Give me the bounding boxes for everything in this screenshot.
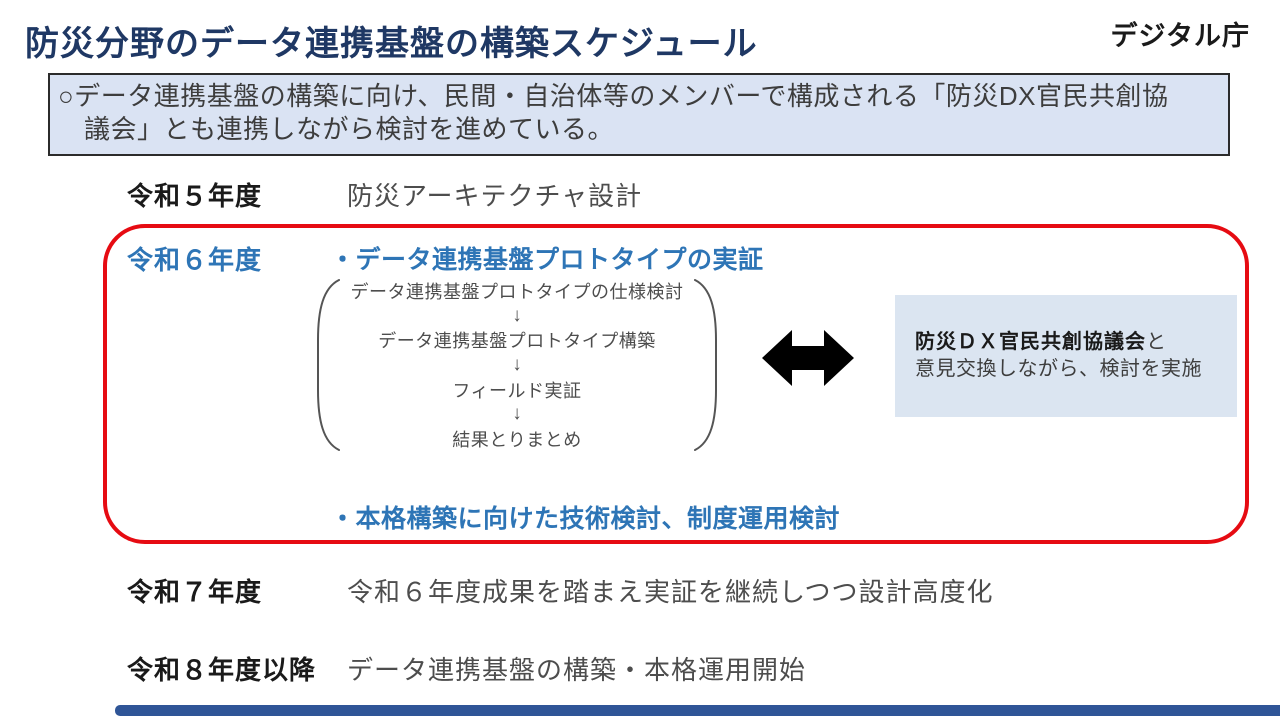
council-name: 防災ＤＸ官民共創協議会 — [915, 331, 1146, 353]
timeline-content-r7: 令和６年度成果を踏まえ実証を継続しつつ設計高度化 — [347, 577, 994, 607]
timeline-r6-bullet-fullscale: ・本格構築に向けた技術検討、制度運用検討 — [330, 505, 841, 533]
process-flow: データ連携基盤プロトタイプの仕様検討 ↓ データ連携基盤プロトタイプ構築 ↓ フ… — [312, 276, 722, 454]
down-arrow-icon: ↓ — [512, 304, 522, 326]
right-parenthesis — [694, 279, 717, 451]
summary-line-1: ○データ連携基盤の構築に向け、民間・自治体等のメンバーで構成される「防災DX官民… — [58, 81, 1169, 111]
footer-bar — [115, 705, 1280, 716]
process-flow-steps: データ連携基盤プロトタイプの仕様検討 ↓ データ連携基盤プロトタイプ構築 ↓ フ… — [342, 276, 692, 454]
timeline-r6-bullet-prototype: ・データ連携基盤プロトタイプの実証 — [330, 246, 764, 274]
council-name-suffix: と — [1146, 331, 1167, 353]
timeline-label-r8: 令和８年度以降 — [127, 655, 317, 685]
down-arrow-icon: ↓ — [512, 403, 522, 425]
double-arrow-icon — [762, 330, 854, 386]
council-note-line-1: 防災ＤＸ官民共創協議会と — [915, 329, 1237, 356]
agency-logo: デジタル庁 — [1110, 21, 1250, 51]
summary-line-2: 議会」とも連携しながら検討を進めている。 — [84, 114, 615, 144]
timeline-label-r6: 令和６年度 — [127, 245, 263, 275]
left-parenthesis — [317, 279, 340, 451]
flow-step-4: 結果とりまとめ — [452, 429, 582, 450]
page-title: 防災分野のデータ連携基盤の構築スケジュール — [25, 25, 758, 63]
flow-step-2: データ連携基盤プロトタイプ構築 — [378, 331, 656, 352]
down-arrow-icon: ↓ — [512, 353, 522, 375]
flow-step-1: データ連携基盤プロトタイプの仕様検討 — [350, 282, 684, 302]
council-note-box: 防災ＤＸ官民共創協議会と 意見交換しながら、検討を実施 — [895, 295, 1237, 417]
timeline-content-r8: データ連携基盤の構築・本格運用開始 — [347, 655, 807, 685]
timeline-label-r5: 令和５年度 — [127, 181, 263, 211]
timeline-content-r5: 防災アーキテクチャ設計 — [347, 181, 643, 211]
summary-box: ○データ連携基盤の構築に向け、民間・自治体等のメンバーで構成される「防災DX官民… — [48, 73, 1230, 156]
council-note-line-2: 意見交換しながら、検討を実施 — [915, 358, 1202, 380]
timeline-label-r7: 令和７年度 — [127, 577, 263, 607]
flow-step-3: フィールド実証 — [452, 380, 582, 401]
